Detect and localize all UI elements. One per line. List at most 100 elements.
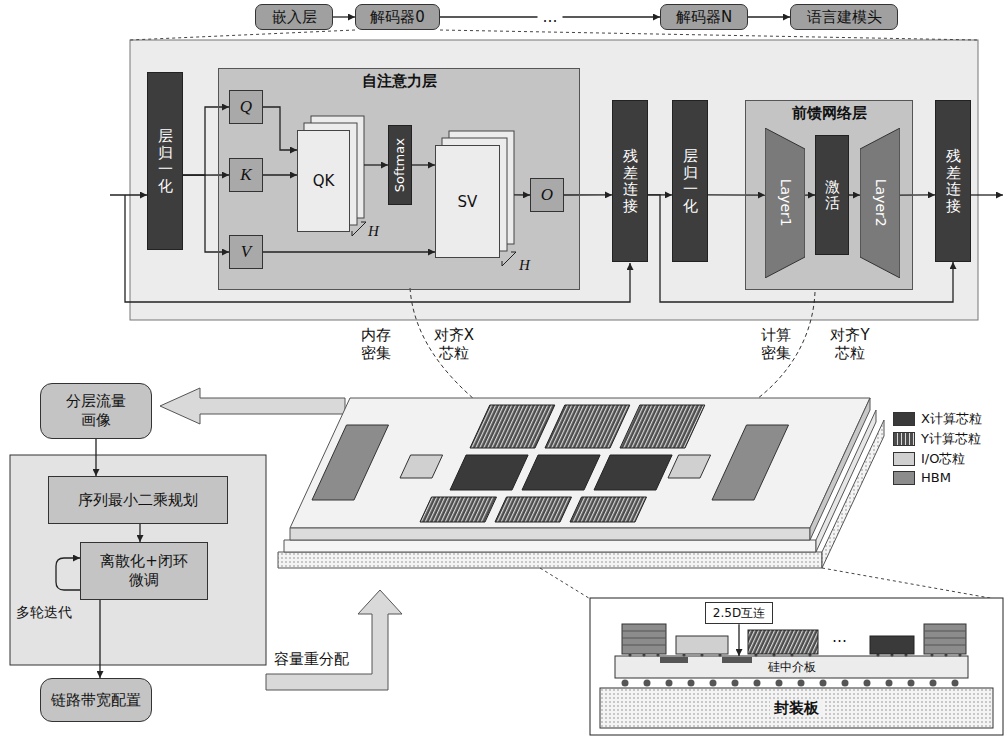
x-chiplet bbox=[522, 455, 600, 490]
node-label: 封装板 bbox=[770, 699, 823, 717]
optimizer-container bbox=[10, 455, 266, 665]
output-wire bbox=[971, 194, 1003, 195]
io-chiplet bbox=[400, 455, 443, 478]
edge-label: … bbox=[538, 8, 563, 26]
connector-arrow bbox=[514, 194, 530, 195]
iteration-loop bbox=[56, 558, 80, 590]
y-chiplet bbox=[620, 405, 705, 448]
connector-arrow bbox=[412, 164, 435, 165]
node-label: 前馈网络层 bbox=[792, 104, 867, 122]
y-chiplet bbox=[545, 405, 630, 448]
callout-box: 2.5D互连 bbox=[705, 602, 773, 624]
interposer-section bbox=[615, 656, 968, 678]
process-box: 离散化+闭环 微调 bbox=[80, 542, 208, 600]
projection-box: Q bbox=[229, 90, 263, 124]
node-label: 分层流量 画像 bbox=[64, 392, 128, 430]
c4-bumps bbox=[622, 680, 959, 687]
node-label: Layer2 bbox=[872, 179, 887, 227]
projection-box: O bbox=[530, 178, 564, 212]
layer-bar: 残差连接 bbox=[935, 100, 971, 262]
loop-label: 多轮迭代 bbox=[16, 604, 72, 621]
node-label: SV bbox=[458, 193, 478, 211]
trapezoid-shape bbox=[860, 128, 900, 278]
layer-bar: 残差连接 bbox=[612, 100, 648, 262]
package-base bbox=[278, 552, 822, 568]
io-section bbox=[676, 636, 728, 654]
connector-arrow bbox=[708, 194, 765, 196]
connector-arrow bbox=[564, 194, 612, 195]
node-label: 残差连接 bbox=[946, 148, 961, 214]
hollow-arrow bbox=[266, 590, 402, 690]
trapezoid-shape bbox=[765, 128, 805, 278]
softmax-bar: Softmax bbox=[388, 125, 412, 205]
hbm-layers bbox=[622, 631, 666, 645]
connector-arrow bbox=[805, 194, 815, 195]
connector-arrow bbox=[183, 107, 229, 175]
head-count: H bbox=[368, 222, 379, 240]
legend-swatch bbox=[893, 412, 915, 426]
node-label: 2.5D互连 bbox=[713, 606, 765, 620]
flow-terminal: 分层流量 画像 bbox=[40, 383, 152, 439]
legend-text: I/O芯粒 bbox=[921, 450, 965, 468]
flow-terminal: 链路带宽配置 bbox=[40, 678, 152, 722]
ffn-layer-trapezoid: Layer1 bbox=[765, 128, 805, 278]
bridge bbox=[722, 657, 752, 663]
zoom-line bbox=[822, 568, 1001, 600]
legend-swatch bbox=[893, 432, 915, 446]
ffn-fill bbox=[745, 100, 913, 290]
node-label: Softmax bbox=[393, 138, 407, 192]
model-stage-box: 嵌入层 bbox=[255, 4, 333, 30]
x-section bbox=[870, 636, 914, 654]
head-count: H bbox=[519, 256, 530, 274]
matrix-stack-box: SV bbox=[435, 145, 500, 258]
node-label: 残差连接 bbox=[623, 148, 638, 214]
connector-arrow bbox=[99, 600, 100, 678]
input-wire bbox=[110, 194, 147, 195]
legend-row: X计算芯粒 bbox=[893, 410, 982, 428]
ellipsis: … bbox=[832, 628, 847, 646]
connector-arrow bbox=[263, 174, 297, 175]
node-label: 激活 bbox=[825, 179, 840, 212]
ffn-layer-trapezoid: Layer2 bbox=[860, 128, 900, 278]
zoom-line bbox=[440, 30, 978, 40]
layer-group-box: 前馈网络层 Layer1 激活 Layer2 bbox=[745, 100, 913, 290]
hbm-layers bbox=[924, 631, 966, 645]
node-label: 链路带宽配置 bbox=[51, 691, 141, 709]
node-label: V bbox=[241, 242, 251, 262]
legend-text: X计算芯粒 bbox=[921, 410, 982, 428]
y-chiplet bbox=[420, 497, 497, 522]
legend-swatch bbox=[893, 471, 915, 485]
annotation: 计算 密集 bbox=[760, 326, 792, 362]
hbm-chiplet bbox=[312, 425, 389, 500]
node-label: 序列最小二乘规划 bbox=[78, 491, 198, 509]
legend-text: Y计算芯粒 bbox=[921, 430, 981, 448]
legend-row: HBM bbox=[893, 470, 951, 485]
interposer-front bbox=[290, 528, 810, 540]
decoder-panel bbox=[130, 40, 978, 320]
projection-box: K bbox=[229, 158, 263, 192]
node-label: 嵌入层 bbox=[272, 8, 317, 26]
io-chiplet bbox=[668, 455, 711, 478]
legend-text: HBM bbox=[921, 470, 951, 485]
zoom-line bbox=[540, 568, 592, 600]
connector-arrow bbox=[900, 194, 935, 196]
y-chiplet bbox=[570, 497, 647, 522]
y-chiplet bbox=[470, 405, 555, 448]
connector-arrow bbox=[263, 107, 297, 150]
interposer-side bbox=[810, 398, 870, 540]
process-box: 序列最小二乘规划 bbox=[48, 476, 228, 524]
hbm-section bbox=[622, 624, 666, 654]
layer-group-box: 自注意力层QKVQKSoftmaxSVO bbox=[218, 68, 580, 290]
hbm-chiplet bbox=[712, 425, 789, 500]
layer-bar: 层归一化 bbox=[672, 100, 708, 262]
node-label: 层归一化 bbox=[683, 148, 698, 214]
annotation: 内存 密集 bbox=[360, 326, 392, 362]
connector-arrow bbox=[95, 439, 96, 476]
node-label: 语言建模头 bbox=[807, 8, 882, 26]
y-section bbox=[748, 630, 818, 654]
node-label: 解码器N bbox=[676, 8, 732, 26]
node-label: Layer1 bbox=[777, 179, 792, 227]
bridge bbox=[660, 657, 688, 663]
layer-bar: 层归一化 bbox=[147, 72, 183, 250]
interposer-top bbox=[290, 398, 870, 528]
